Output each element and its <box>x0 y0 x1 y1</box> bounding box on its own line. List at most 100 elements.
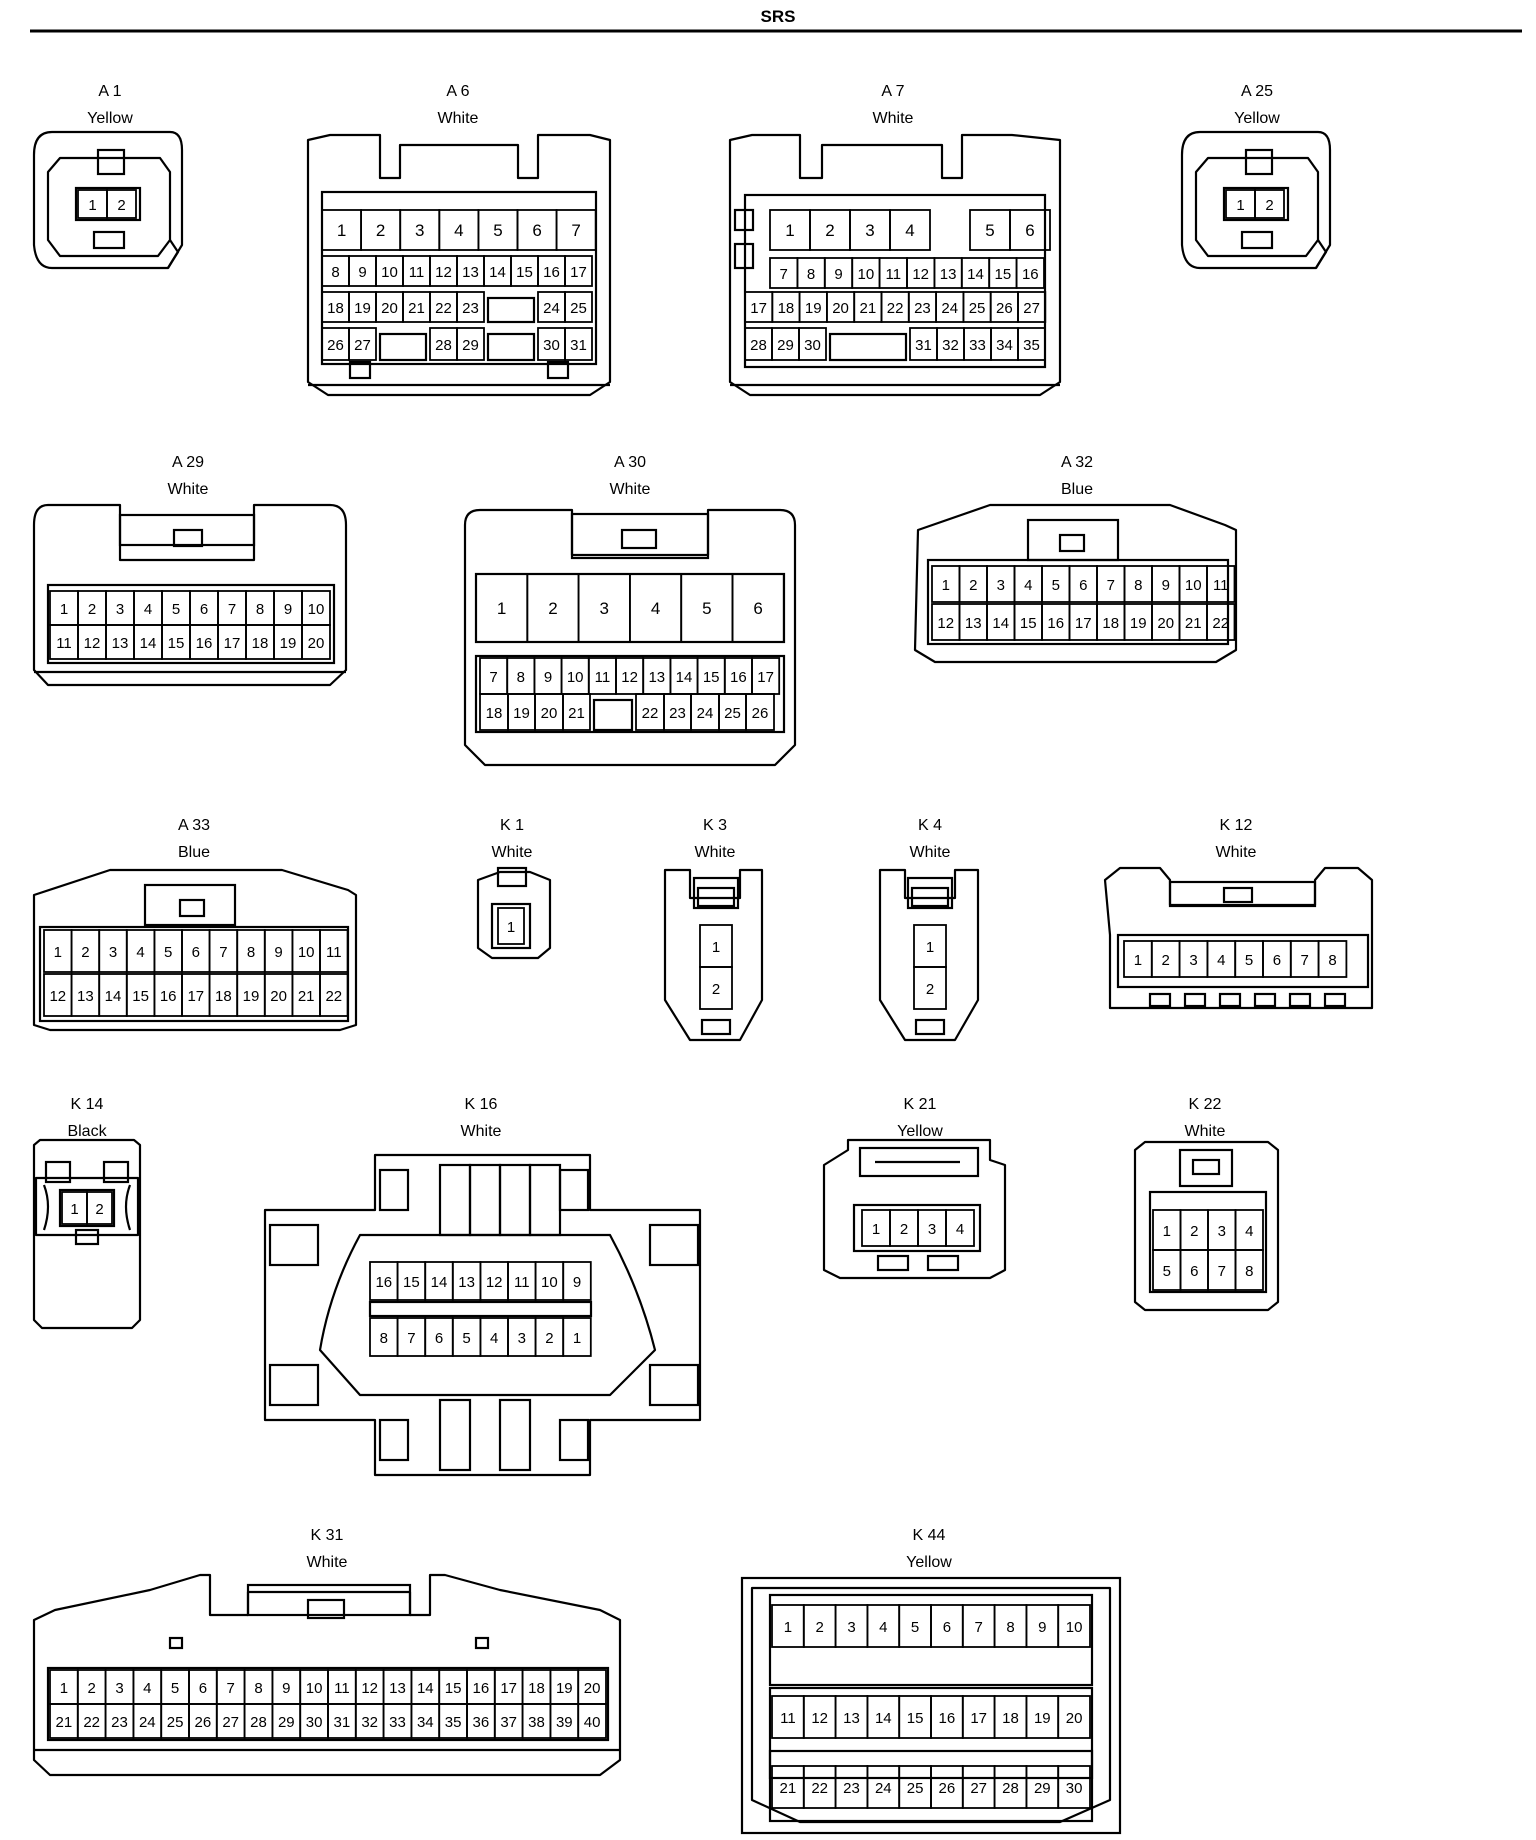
pin-number: 1 <box>785 221 794 240</box>
pin-cell: 2 <box>699 966 733 1010</box>
pin-cell: 5 <box>1234 940 1264 978</box>
pin-number: 20 <box>541 705 558 722</box>
pin-number: 1 <box>573 1330 581 1347</box>
pin-cell: 5 <box>969 209 1011 251</box>
pin-number: 4 <box>454 221 463 240</box>
pin-cell: 15 <box>396 1261 427 1301</box>
connector-color: White <box>873 110 914 127</box>
pin-cell: 8 <box>236 929 266 973</box>
pin-number: 14 <box>431 1274 448 1291</box>
pin-cell: 3 <box>834 1604 869 1648</box>
pin-number: 11 <box>334 1680 350 1697</box>
pin-number: 16 <box>160 988 177 1005</box>
pin-number: 7 <box>227 1680 235 1697</box>
pin-number: 9 <box>1162 577 1170 594</box>
pin-number: 13 <box>389 1680 406 1697</box>
pin-number: 16 <box>1047 615 1064 632</box>
pin-number: 36 <box>473 1714 490 1731</box>
pin-number: 1 <box>337 221 346 240</box>
pin-cell: 7 <box>1207 1249 1237 1291</box>
pin-number: 1 <box>507 919 515 936</box>
pin-number: 20 <box>270 988 287 1005</box>
pin-cell: 8 <box>796 257 826 289</box>
pin-number: 1 <box>926 939 934 956</box>
pin-cell: 24 <box>690 693 720 731</box>
pin-number: 12 <box>621 669 638 686</box>
pin-cell: 20 <box>263 973 294 1017</box>
pin-number: 19 <box>1034 1710 1051 1727</box>
pin-number: 1 <box>60 1680 68 1697</box>
pin-cell: 3 <box>917 1209 947 1247</box>
pin-cell: 10 <box>560 657 590 695</box>
pin-cell: 27 <box>961 1765 996 1809</box>
pin-number: 6 <box>943 1619 951 1636</box>
pin-cell: 19 <box>1123 603 1153 641</box>
pin-number: 17 <box>570 264 587 281</box>
connector-color: White <box>307 1554 348 1571</box>
pin-number: 7 <box>1301 952 1309 969</box>
pin-number: 26 <box>996 300 1013 317</box>
pin-cell: 30 <box>1057 1765 1091 1809</box>
pin-cell: 8 <box>321 255 350 287</box>
pin-cell: 7 <box>1289 940 1320 978</box>
pin-cell: 23 <box>834 1765 869 1809</box>
pin-number: 31 <box>570 337 587 354</box>
pin-cell: 25 <box>160 1703 190 1739</box>
pin-number: 8 <box>331 264 339 281</box>
pin-cell: 1 <box>43 929 73 973</box>
pin-number: 14 <box>489 264 506 281</box>
pin-cell: 6 <box>424 1317 454 1357</box>
pin-cell: 13 <box>456 255 485 287</box>
pin-number: 6 <box>532 221 541 240</box>
pin-cell: 16 <box>466 1669 496 1705</box>
pin-number: 13 <box>965 615 982 632</box>
pin-cell: 2 <box>809 209 851 251</box>
pin-cell: 16 <box>723 657 753 695</box>
pin-cell: 20 <box>301 624 331 660</box>
pin-cell: 4 <box>125 929 156 973</box>
pin-cell: 7 <box>769 257 799 289</box>
pin-number: 1 <box>88 197 96 214</box>
pin-cell: 5 <box>451 1317 482 1357</box>
connector-id: A 7 <box>881 83 904 100</box>
pin-cell: 24 <box>537 291 566 323</box>
pin-number: 18 <box>327 300 344 317</box>
pin-cell: 35 <box>438 1703 468 1739</box>
pin-number: 11 <box>56 635 72 652</box>
pin-cell: 6 <box>189 590 219 626</box>
pin-cell: 1 <box>861 1209 891 1247</box>
pin-cell: 18 <box>208 973 239 1017</box>
pin-cell: 19 <box>1025 1695 1060 1739</box>
pin-number: 18 <box>1002 1710 1019 1727</box>
page-title: SRS <box>761 7 796 26</box>
connector-color: Black <box>67 1123 107 1140</box>
pin-number: 1 <box>1134 952 1142 969</box>
connector-color: Blue <box>1061 481 1093 498</box>
pin-cell: 18 <box>479 693 509 731</box>
pin-number: 11 <box>780 1710 796 1727</box>
pin-number: 8 <box>1006 1619 1014 1636</box>
pin-number: 3 <box>415 221 424 240</box>
pin-cell: 2 <box>958 565 988 603</box>
pin-cell: 20 <box>375 291 404 323</box>
pin-cell: 7 <box>1096 565 1126 603</box>
pin-number: 25 <box>969 300 986 317</box>
pin-number: 6 <box>199 1680 207 1697</box>
pin-number: 15 <box>995 266 1012 283</box>
pin-cell: 15 <box>438 1669 468 1705</box>
connector-id: K 12 <box>1220 817 1253 834</box>
pin-number: 7 <box>975 1619 983 1636</box>
pin-number: 23 <box>462 300 479 317</box>
pin-number: 31 <box>915 337 932 354</box>
connector-color: White <box>1216 844 1257 861</box>
pin-cell: 3 <box>1207 1209 1237 1251</box>
pin-cell: 14 <box>410 1669 441 1705</box>
pin-cell: 5 <box>1152 1249 1182 1291</box>
pin-cell: 11 <box>402 255 431 287</box>
pin-cell: 9 <box>273 590 303 626</box>
pin-cell: 10 <box>851 257 881 289</box>
